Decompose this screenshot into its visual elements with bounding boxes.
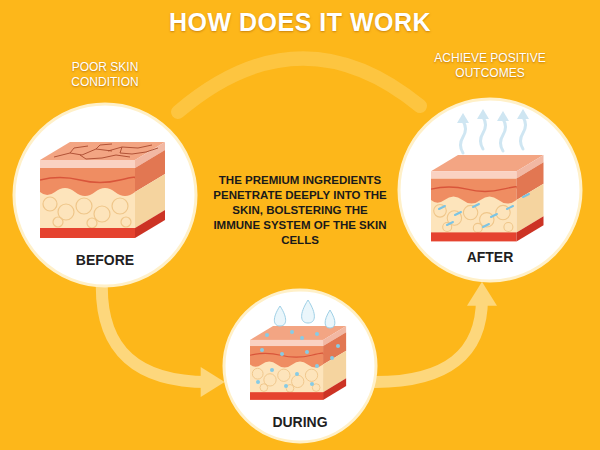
step-heading: POOR SKIN CONDITION — [48, 60, 162, 90]
flow-arrow — [102, 287, 225, 397]
decor-arc — [178, 58, 420, 112]
step-label: AFTER — [397, 249, 583, 265]
skin-step-circle: POOR SKIN CONDITIONBEFORE — [12, 102, 198, 288]
step-label: DURING — [222, 414, 378, 430]
step-heading: ACHIEVE POSITIVE OUTCOMES — [427, 51, 553, 81]
skin-block — [431, 155, 544, 241]
droplets — [274, 300, 335, 328]
diagram-title: HOW DOES IT WORK — [0, 8, 600, 37]
skin-step-circle: THE PREMIUM INGREDIENTS PENETRATE DEEPLY… — [222, 288, 378, 444]
healthy-cells — [439, 194, 529, 227]
steam-heads — [457, 109, 529, 123]
step-label: BEFORE — [12, 252, 198, 268]
arrow-shaft — [375, 298, 482, 382]
ingredient-dots — [256, 330, 340, 388]
arrow-head — [201, 367, 225, 397]
flow-arrow — [375, 282, 497, 382]
skin-cracks — [54, 144, 158, 159]
arrow-shaft — [102, 287, 208, 382]
skin-block — [250, 326, 346, 400]
step-heading: THE PREMIUM INGREDIENTS PENETRATE DEEPLY… — [209, 173, 391, 248]
skin-step-circle: ACHIEVE POSITIVE OUTCOMESAFTER — [397, 97, 583, 283]
skin-block — [40, 142, 165, 238]
arrow-head — [467, 282, 497, 306]
steam-arrows — [461, 117, 526, 153]
